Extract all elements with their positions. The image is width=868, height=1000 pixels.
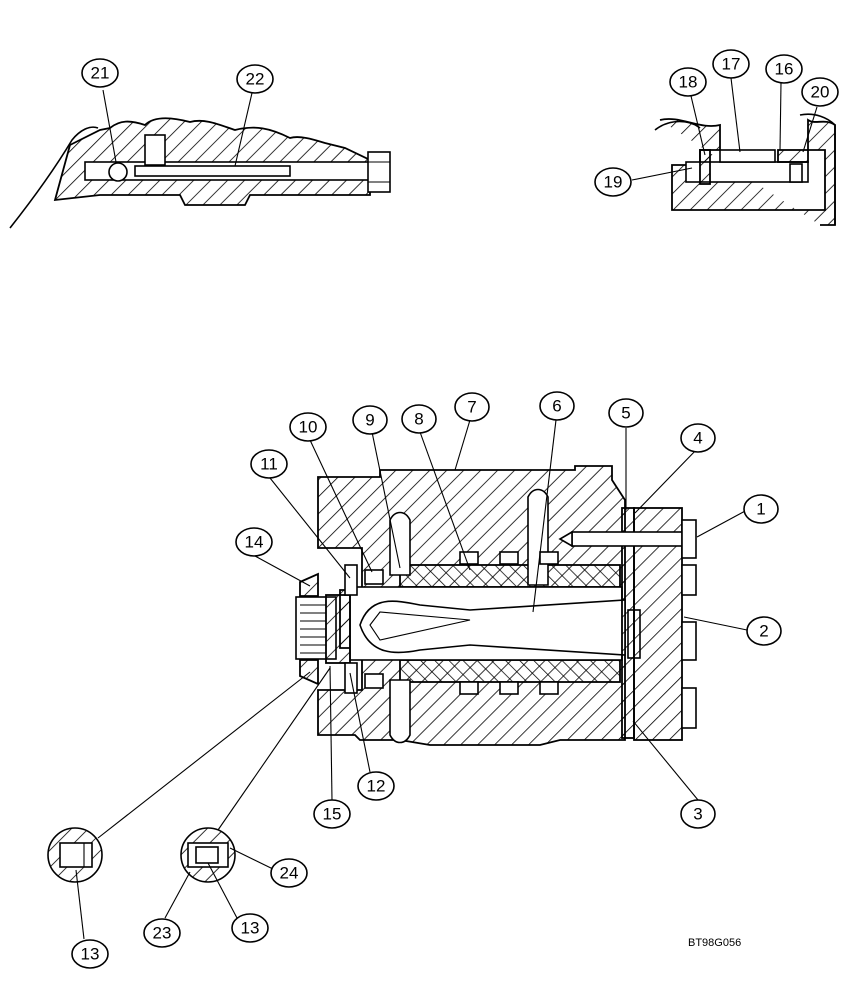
- svg-text:1: 1: [756, 500, 765, 519]
- svg-text:12: 12: [367, 777, 386, 796]
- callout-21: 21: [81, 58, 119, 88]
- svg-text:8: 8: [414, 410, 423, 429]
- svg-text:21: 21: [91, 64, 110, 83]
- spline-lines: [300, 604, 326, 654]
- svg-text:20: 20: [811, 83, 830, 102]
- detail-top-left: [9, 117, 391, 229]
- callout-18: 18: [669, 67, 707, 97]
- svg-text:17: 17: [722, 55, 741, 74]
- detail-circle-left: [47, 827, 103, 883]
- callout-6: 6: [539, 391, 575, 421]
- svg-text:13: 13: [81, 945, 100, 964]
- svg-text:3: 3: [693, 805, 702, 824]
- callout-14: 14: [235, 527, 273, 557]
- callout-4: 4: [680, 423, 716, 453]
- svg-text:4: 4: [693, 429, 702, 448]
- callout-8: 8: [401, 404, 437, 434]
- svg-text:7: 7: [467, 398, 476, 417]
- callout-11: 11: [250, 449, 288, 479]
- callout-2: 2: [746, 616, 782, 646]
- callout-9: 9: [352, 405, 388, 435]
- figure-reference-code: BT98G056: [688, 937, 741, 949]
- svg-text:22: 22: [246, 70, 265, 89]
- svg-text:11: 11: [260, 455, 278, 474]
- callout-20: 20: [801, 77, 839, 107]
- svg-text:16: 16: [775, 60, 794, 79]
- callout-7: 7: [454, 392, 490, 422]
- svg-text:23: 23: [153, 924, 172, 943]
- svg-text:6: 6: [552, 397, 561, 416]
- svg-text:10: 10: [299, 418, 318, 437]
- callout-12: 12: [357, 771, 395, 801]
- svg-text:14: 14: [245, 533, 264, 552]
- callout-13-left: 13: [71, 939, 109, 969]
- svg-text:18: 18: [679, 73, 698, 92]
- callout-22: 22: [236, 64, 274, 94]
- leader-lines: [75, 77, 818, 940]
- callout-13-right: 13: [231, 913, 269, 943]
- callout-15: 15: [313, 799, 351, 829]
- callout-23: 23: [143, 918, 181, 948]
- callout-5: 5: [608, 398, 644, 428]
- svg-text:9: 9: [365, 411, 374, 430]
- callout-1: 1: [743, 494, 779, 524]
- main-assembly: [295, 465, 697, 746]
- svg-text:15: 15: [323, 805, 342, 824]
- svg-text:5: 5: [621, 404, 630, 423]
- svg-text:2: 2: [759, 622, 768, 641]
- svg-text:19: 19: [604, 173, 623, 192]
- svg-text:24: 24: [280, 864, 299, 883]
- svg-text:13: 13: [241, 919, 260, 938]
- callout-19: 19: [594, 167, 632, 197]
- callout-24: 24: [270, 858, 308, 888]
- callout-17: 17: [712, 49, 750, 79]
- detail-top-right: [654, 113, 836, 226]
- callout-10: 10: [289, 412, 327, 442]
- callout-3: 3: [680, 799, 716, 829]
- callout-16: 16: [765, 54, 803, 84]
- detail-circle-right: [180, 827, 236, 883]
